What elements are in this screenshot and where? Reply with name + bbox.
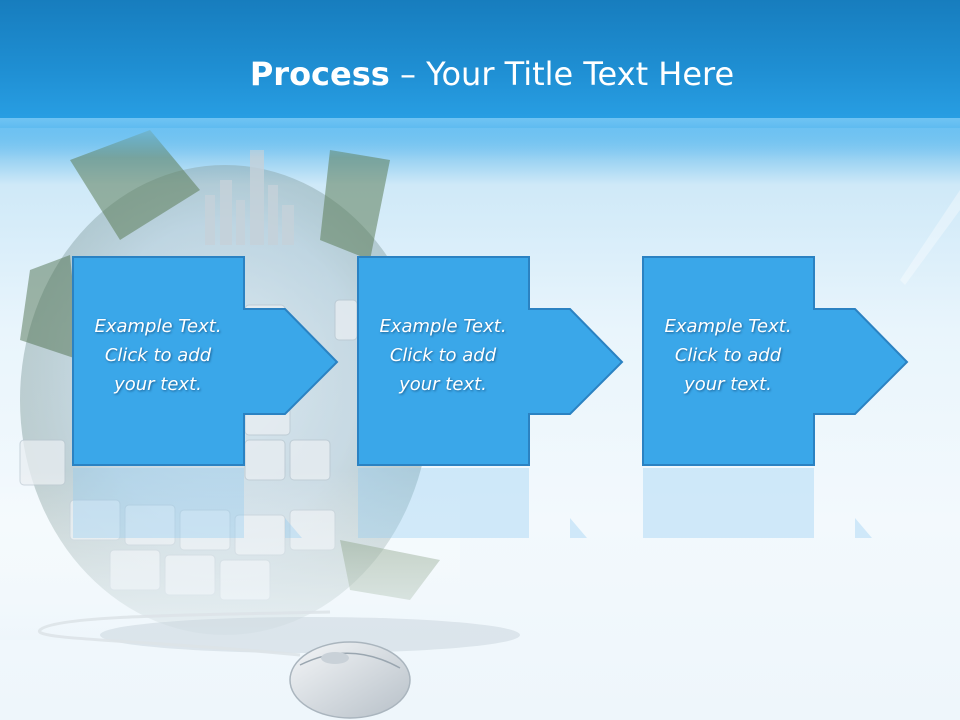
title-bold: Process — [249, 55, 390, 93]
process-step-text[interactable]: Example Text. Click to add your text. — [94, 316, 222, 395]
title-glow — [0, 118, 960, 158]
process-step-2-reflection — [357, 468, 627, 538]
process-step-text[interactable]: Example Text. Click to add your text. — [664, 316, 792, 395]
process-step-2[interactable]: Example Text. Click to add your text. — [357, 256, 657, 556]
right-arrow-icon — [72, 256, 339, 466]
process-step-1-reflection — [72, 468, 342, 538]
computer-mouse-icon — [289, 641, 411, 719]
title-band — [0, 0, 960, 128]
process-step-3[interactable]: Example Text. Click to add your text. — [642, 256, 942, 556]
slide-title[interactable]: Process – Your Title Text Here — [0, 52, 960, 96]
process-step-3-reflection — [642, 468, 912, 538]
right-arrow-icon — [357, 256, 624, 466]
right-arrow-icon — [642, 256, 909, 466]
title-rest: – Your Title Text Here — [389, 55, 735, 93]
process-step-text[interactable]: Example Text. Click to add your text. — [379, 316, 507, 395]
process-step-1[interactable]: Example Text. Click to add your text. — [72, 256, 372, 556]
